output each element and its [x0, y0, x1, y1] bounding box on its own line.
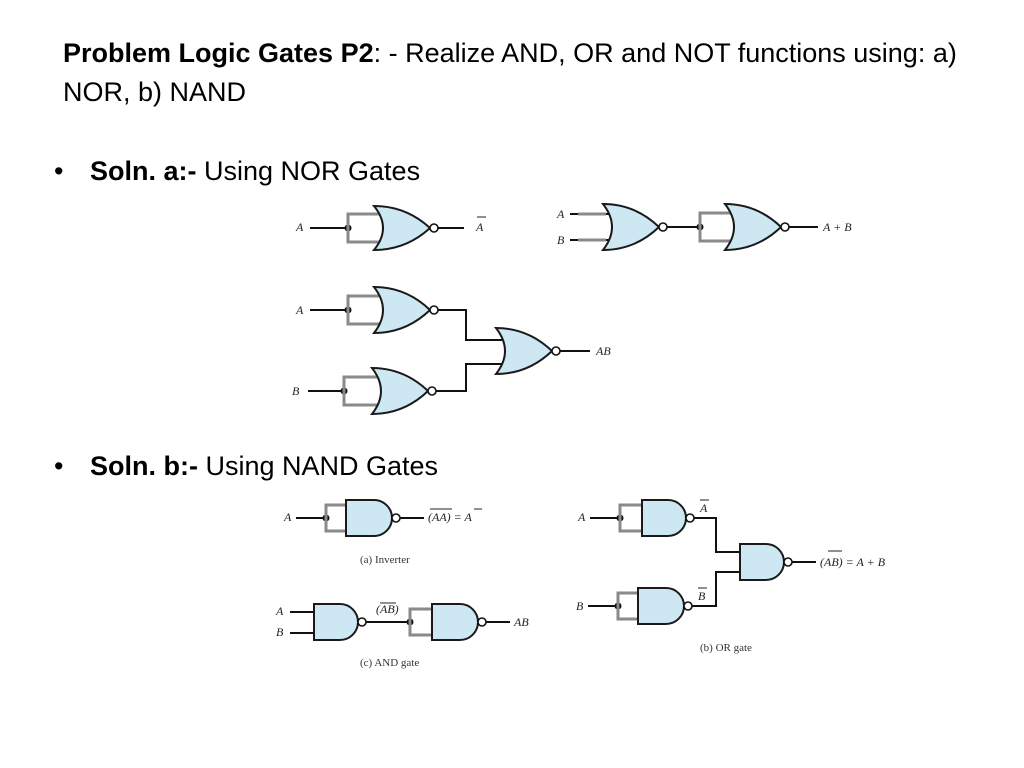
nand-or-input-a-label: A: [577, 510, 586, 524]
nand-gate-symbol: [739, 543, 785, 581]
nand-and-output-label: AB: [513, 615, 529, 629]
nand-or-circuit: A A B B (AB) = A + B (b) OR gate: [576, 499, 886, 654]
nand-or-output-label: (AB) = A + B: [820, 555, 886, 569]
nand-inv-output-label: (AA) = A: [428, 510, 473, 524]
nand-and-middle-label: (AB): [376, 602, 399, 616]
nor-gate-symbol: [369, 366, 430, 416]
nor-gate-symbol: [493, 326, 554, 376]
nand-and-input-b-label: B: [276, 625, 284, 639]
nor-or-input-b-label: B: [557, 233, 565, 247]
bullet-solution-a: • Soln. a:- Using NOR Gates: [54, 154, 420, 188]
bullet-solution-b: • Soln. b:- Using NAND Gates: [54, 449, 438, 483]
nor-gate-symbol: [371, 204, 432, 252]
nand-or-inv-a-label: A: [699, 501, 708, 515]
bullet-marker: •: [54, 156, 64, 186]
nand-or-inv-b-label: B: [698, 589, 706, 603]
nand-or-input-b-label: B: [576, 599, 584, 613]
page-title: Problem Logic Gates P2: - Realize AND, O…: [63, 34, 963, 112]
nor-and-output-label: AB: [595, 344, 611, 358]
nor-gate-symbol: [722, 202, 783, 252]
bullet-marker: •: [54, 451, 64, 481]
nor-not-input-label: A: [295, 220, 304, 234]
nand-and-caption: (c) AND gate: [360, 657, 419, 669]
nor-or-circuit: A B A + B: [556, 202, 852, 252]
nand-and-circuit: A B (AB) AB (c) AND gate: [275, 602, 529, 669]
nand-inv-caption: (a) Inverter: [360, 554, 410, 566]
nand-inv-input-label: A: [283, 510, 292, 524]
bullet-a-label: Soln. a:-: [90, 156, 197, 186]
nor-and-input-b-label: B: [292, 384, 300, 398]
bullet-a-text: Using NOR Gates: [196, 156, 421, 186]
nor-gate-symbol: [600, 202, 661, 252]
bullet-b-text: Using NAND Gates: [197, 451, 439, 481]
nor-and-input-a-label: A: [295, 303, 304, 317]
title-rest: : - Realize AND, OR and NOT functions us…: [63, 38, 957, 107]
nand-gate-symbol: [345, 499, 393, 537]
nor-or-output-label: A + B: [822, 220, 852, 234]
nor-or-input-a-label: A: [556, 207, 565, 221]
title-bold: Problem Logic Gates P2: [63, 38, 374, 68]
nand-and-input-a-label: A: [275, 604, 284, 618]
nor-and-circuit: A B AB: [292, 285, 611, 416]
nor-not-circuit: A A: [295, 204, 486, 252]
nand-or-caption: (b) OR gate: [700, 642, 752, 654]
nor-gate-symbol: [371, 285, 432, 335]
bullet-b-label: Soln. b:-: [90, 451, 198, 481]
nand-gate-symbol: [431, 603, 479, 641]
nand-gate-symbol: [641, 499, 687, 537]
nor-not-output-label: A: [475, 220, 484, 234]
nand-gate-symbol: [313, 603, 359, 641]
nand-gate-symbol: [637, 587, 685, 625]
nand-inverter-circuit: A (AA) = A (a) Inverter: [283, 499, 482, 566]
